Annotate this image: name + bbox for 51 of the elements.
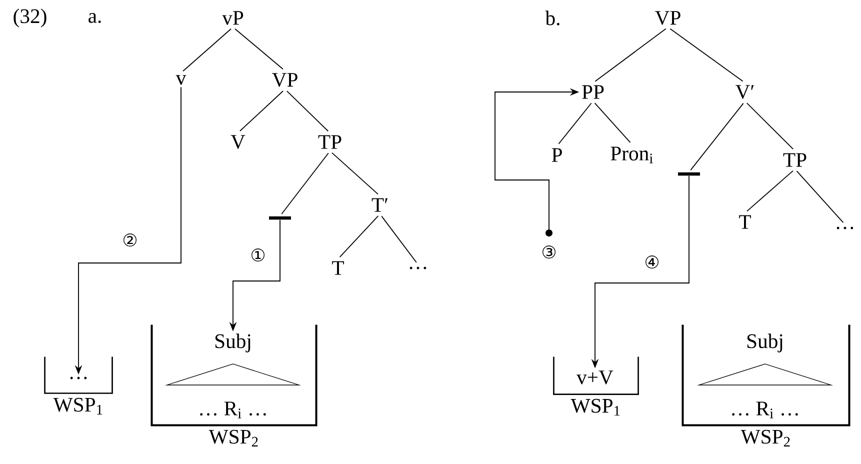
node-label: … R$_{i}$ … (732, 402, 798, 418)
tree-label: TP (318, 135, 342, 149)
tree-label: VP (655, 11, 680, 25)
tree-label: … (410, 266, 426, 270)
edge-label: ③ (540, 244, 558, 260)
tree-label: vP (222, 11, 244, 25)
tree-label: T (739, 215, 751, 229)
tree-branch (746, 170, 794, 212)
edge-label: ④ (642, 254, 662, 270)
tree-label: V′ (736, 85, 754, 99)
tree-label: … (836, 226, 854, 230)
tree-branch (234, 28, 284, 70)
edge-label: ② (120, 232, 140, 248)
tree-label: T′ (372, 198, 388, 212)
tree-branch (381, 216, 417, 263)
tree-label: P (552, 148, 562, 162)
trace-bar (269, 216, 291, 220)
tree-label: Subj (215, 334, 250, 352)
tree-branch (594, 102, 631, 143)
example-number: (32) (14, 8, 46, 28)
example-letter: a. (88, 13, 101, 23)
tree-label: T (332, 261, 344, 275)
tree-branch (746, 102, 794, 150)
tree-label: v (176, 75, 186, 85)
tree-label: … (70, 376, 87, 380)
workspace-label: WSP$_{1}$ (570, 398, 620, 416)
tree-branch (281, 152, 329, 214)
trace-bar (678, 172, 700, 176)
tree-label: PP (582, 85, 604, 99)
tree-label: Subj (747, 334, 782, 352)
tree-branch (558, 102, 592, 144)
tree-branch (286, 90, 329, 132)
edge-label: ① (248, 247, 268, 263)
tree-label: VP (272, 73, 298, 87)
tree-branch (182, 28, 232, 72)
workspace-label: WSP$_{2}$ (740, 430, 790, 446)
tree-label: Pron$_{i}$ (610, 146, 653, 164)
tree-branch (594, 28, 666, 82)
workspace-label: WSP$_{1}$ (53, 398, 102, 414)
tree-label: v+V (576, 370, 614, 384)
tree-label: TP (783, 153, 806, 167)
example-letter: b. (545, 10, 560, 26)
tree-branch (339, 216, 379, 258)
tree-branch (332, 152, 378, 195)
node-label: … R$_{i}$ … (200, 402, 266, 418)
tree-branch (240, 90, 284, 132)
tree-branch (690, 102, 744, 170)
workspace-label: WSP$_{2}$ (208, 430, 258, 446)
tree-branch (670, 28, 744, 82)
tree-branch (796, 170, 844, 223)
tree-label: V (230, 135, 246, 149)
